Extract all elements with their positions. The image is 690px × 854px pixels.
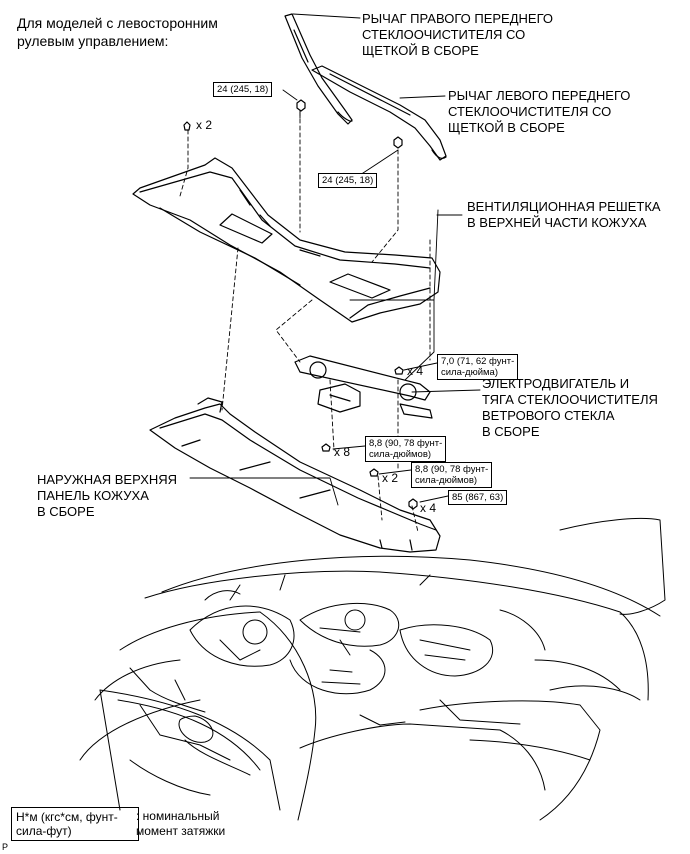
label-right-arm-3: ЩЕТКОЙ В СБОРЕ — [362, 43, 479, 58]
legend-unit-line1: Н*м (кгс*см, фунт- — [16, 810, 118, 824]
label-grille-2: В ВЕРХНЕЙ ЧАСТИ КОЖУХА — [467, 215, 647, 230]
nut-icon — [408, 498, 418, 510]
torque-panel-3: 85 (867, 63) — [448, 490, 508, 505]
torque-panel-1: 8,8 (90, 78 фунт- сила-дюймов) — [365, 436, 447, 462]
torque-motor-line2: сила-дюйма) — [441, 367, 498, 378]
label-right-arm-1: РЫЧАГ ПРАВОГО ПЕРЕДНЕГО — [362, 11, 554, 26]
torque-panel-1-line2: сила-дюймов) — [369, 449, 432, 460]
legend-desc-line2: момент затяжки — [136, 824, 226, 838]
torque-panel-1-line1: 8,8 (90, 78 фунт- — [369, 438, 443, 449]
model-note-line2: рулевым управлением: — [17, 33, 169, 49]
label-right-arm-2: СТЕКЛООЧИСТИТЕЛЯ СО — [362, 27, 526, 42]
label-motor-4: В СБОРЕ — [482, 424, 540, 439]
label-panel-2: ПАНЕЛЬ КОЖУХА — [37, 488, 149, 503]
label-left-arm-1: РЫЧАГ ЛЕВОГО ПЕРЕДНЕГО — [448, 88, 631, 103]
legend-unit-line2: сила-фут) — [16, 824, 72, 838]
qty-motor-bolts: x 4 — [407, 364, 424, 378]
left-wiper-arm — [311, 65, 447, 161]
cowl-top-panel — [149, 397, 441, 553]
label-motor-2: ТЯГА СТЕКЛООЧИСТИТЕЛЯ — [482, 392, 658, 407]
torque-motor: 7,0 (71, 62 фунт- сила-дюйма) — [437, 354, 519, 380]
torque-left-arm: 24 (245, 18) — [318, 173, 378, 188]
vehicle-front — [79, 517, 666, 821]
cowl-vent-grille — [132, 157, 441, 323]
leader-lines — [189, 13, 481, 506]
nut-icon — [296, 99, 306, 112]
right-wiper-arm — [284, 13, 353, 125]
torque-right-arm: 24 (245, 18) — [213, 82, 273, 97]
bolt-icon — [321, 443, 331, 452]
legend-unit-box: Н*м (кгс*см, фунт- сила-фут) — [11, 807, 139, 841]
label-grille-1: ВЕНТИЛЯЦИОННАЯ РЕШЕТКА — [467, 199, 661, 214]
torque-panel-2: 8,8 (90, 78 фунт- сила-дюймов) — [411, 462, 493, 488]
torque-panel-2-line1: 8,8 (90, 78 фунт- — [415, 464, 489, 475]
label-motor-3: ВЕТРОВОГО СТЕКЛА — [482, 408, 615, 423]
corner-mark: P — [2, 842, 9, 852]
label-panel-3: В СБОРЕ — [37, 504, 95, 519]
model-note-line1: Для моделей с левосторонним — [17, 15, 218, 31]
torque-panel-2-line2: сила-дюймов) — [415, 475, 478, 486]
legend-desc-line1: : номинальный — [136, 809, 220, 823]
label-left-arm-3: ЩЕТКОЙ В СБОРЕ — [448, 120, 565, 135]
clip-icon — [183, 121, 191, 131]
wiper-motor-link — [294, 355, 433, 419]
bolt-icon — [369, 468, 379, 477]
bolt-icon — [394, 366, 404, 375]
nut-icon — [393, 136, 403, 149]
qty-panel-bolts-a: x 8 — [334, 445, 351, 459]
label-left-arm-2: СТЕКЛООЧИСТИТЕЛЯ СО — [448, 104, 612, 119]
qty-panel-bolts-b: x 2 — [382, 471, 399, 485]
label-panel-1: НАРУЖНАЯ ВЕРХНЯЯ — [37, 472, 178, 487]
qty-panel-bolts-c: x 4 — [420, 501, 437, 515]
qty-clip-grille: x 2 — [196, 118, 213, 132]
alignment-lines — [179, 111, 431, 533]
label-motor-1: ЭЛЕКТРОДВИГАТЕЛЬ И — [482, 376, 630, 391]
torque-motor-line1: 7,0 (71, 62 фунт- — [441, 356, 515, 367]
